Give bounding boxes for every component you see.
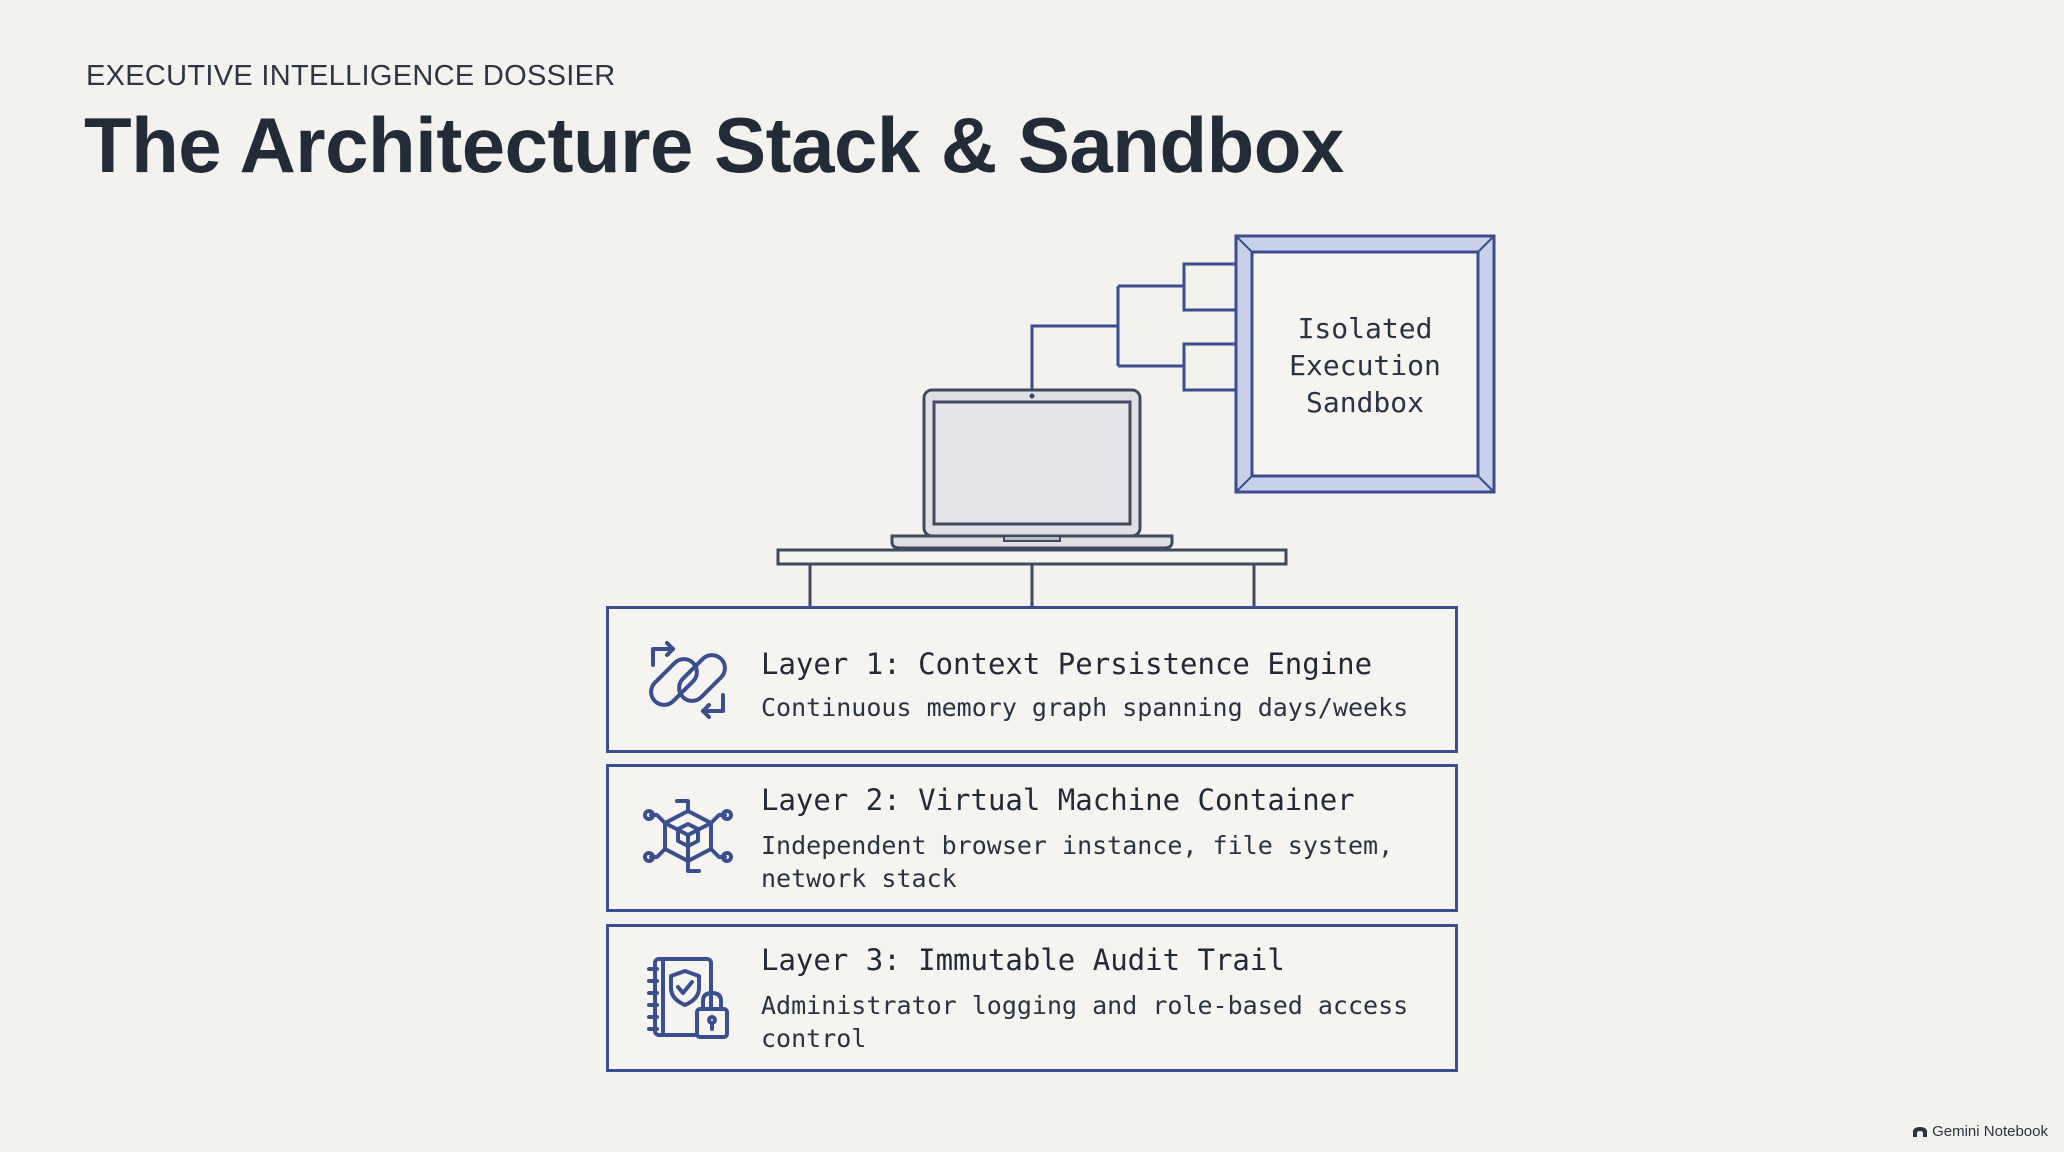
- desk-platform: [776, 548, 1288, 608]
- sandbox-connector-lines: [1030, 262, 1236, 392]
- notebook-shield-lock-icon: [647, 957, 729, 1039]
- layer-2-title: Layer 2: Virtual Machine Container: [761, 783, 1355, 817]
- gemini-notebook-brand: Gemini Notebook: [1912, 1123, 2048, 1140]
- chain-link-sync-icon: [649, 641, 727, 719]
- layer-2-description: Independent browser instance, file syste…: [761, 831, 1394, 893]
- page-title: The Architecture Stack & Sandbox: [84, 101, 1344, 189]
- layer-2-card: Layer 2: Virtual Machine Container Indep…: [606, 764, 1458, 912]
- layer-1-title: Layer 1: Context Persistence Engine: [761, 647, 1373, 681]
- laptop-icon: [890, 388, 1174, 550]
- sandbox-label: Isolated Execution Sandbox: [1289, 311, 1441, 419]
- sandbox-box: [1234, 234, 1496, 494]
- cube-circuit-icon: [643, 799, 733, 873]
- notebook-logo-icon: [1913, 1126, 1928, 1137]
- layer-3-title: Layer 3: Immutable Audit Trail: [761, 943, 1285, 977]
- eyebrow-label: EXECUTIVE INTELLIGENCE DOSSIER: [86, 60, 616, 92]
- layer-1-description: Continuous memory graph spanning days/we…: [761, 693, 1409, 722]
- layer-1-card: Layer 1: Context Persistence Engine Cont…: [606, 606, 1458, 753]
- layer-3-card: Layer 3: Immutable Audit Trail Administr…: [606, 924, 1458, 1072]
- layer-3-description: Administrator logging and role-based acc…: [761, 991, 1409, 1053]
- brand-label: Gemini Notebook: [1932, 1123, 2048, 1140]
